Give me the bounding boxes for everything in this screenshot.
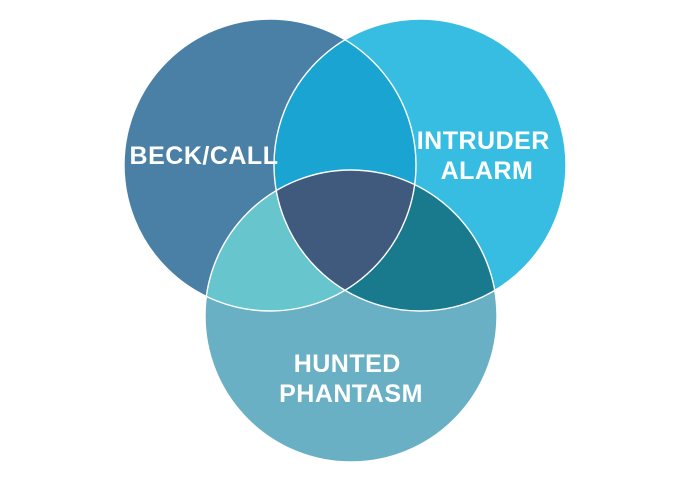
hunted-phantasm-label-line-2: PHANTASM [279, 380, 423, 408]
hunted-phantasm-outline [204, 169, 498, 463]
intruder-alarm-label-line-2: ALARM [441, 157, 534, 185]
hunted-phantasm-label: HUNTED PHANTASM [279, 350, 423, 408]
hunted-phantasm-label-line-1: HUNTED [294, 350, 401, 378]
beck-call-label-line-1: BECK/CALL [130, 142, 279, 170]
circle-outlines [123, 18, 567, 463]
beck-call-outline [123, 18, 417, 312]
intruder-alarm-label-line-1: INTRUDER [417, 127, 550, 155]
beck-call-label: BECK/CALL [130, 142, 279, 170]
intruder-alarm-label: INTRUDER ALARM [417, 127, 558, 185]
intruder-alarm-outline [273, 18, 567, 312]
beck-call-hunted-phantasm-overlap [205, 170, 416, 311]
